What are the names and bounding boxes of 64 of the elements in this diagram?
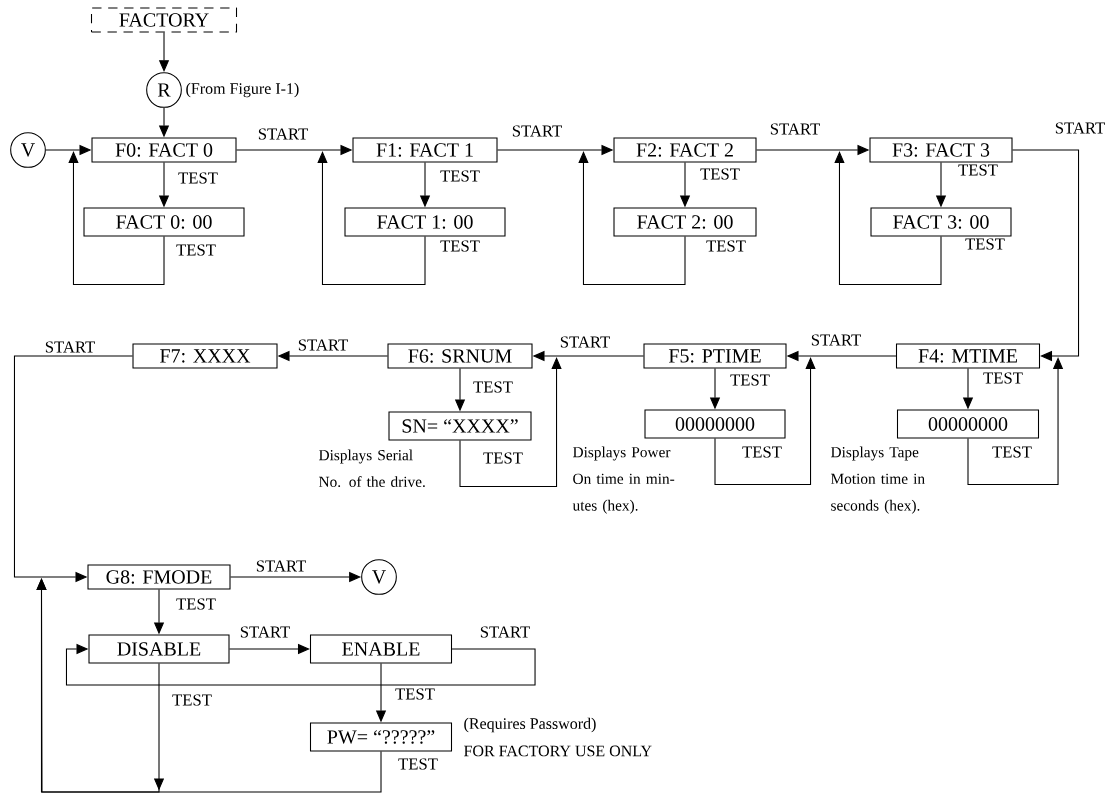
edge-label: TEST	[176, 171, 220, 185]
arrow	[68, 151, 165, 286]
note-text: (Requires Password)	[464, 717, 596, 733]
arrow	[1012, 149, 1080, 362]
edge-label: START	[558, 335, 612, 349]
arrow	[834, 151, 942, 286]
arrow	[36, 578, 382, 793]
note-text: Displays Tape Motion time in seconds (hex).	[830, 446, 925, 514]
edge-label: TEST	[728, 373, 772, 387]
arrow	[578, 151, 686, 286]
arrow	[714, 357, 816, 486]
edge-label: START	[1053, 121, 1107, 135]
process-box: PW= “?????”	[309, 722, 453, 752]
edge-label: TEST	[698, 167, 742, 181]
process-box: G8: FMODE	[87, 564, 231, 590]
edge-label: TEST	[170, 693, 214, 707]
process-box: F7: XXXX	[132, 343, 278, 369]
edge-label: TEST	[393, 687, 437, 701]
note-text: (From Figure I-1)	[186, 82, 299, 98]
process-box: ENABLE	[309, 634, 453, 664]
process-box: FACT 2: 00	[613, 207, 757, 237]
process-box: F6: SRNUM	[387, 343, 533, 369]
edge-label: START	[256, 127, 310, 141]
edge-label: TEST	[481, 451, 525, 465]
edge-label: TEST	[438, 239, 482, 253]
process-box: F3: FACT 3	[869, 137, 1013, 163]
edge-label: START	[296, 338, 350, 352]
process-box: FACT 3: 00	[870, 207, 1012, 237]
arrow	[459, 357, 562, 488]
edge-label: TEST	[704, 239, 748, 253]
process-box: 00000000	[896, 409, 1040, 439]
edge-label: TEST	[956, 163, 1000, 177]
edge-label: TEST	[174, 597, 218, 611]
process-box: FACT 1: 00	[344, 207, 506, 237]
edge-label: TEST	[471, 380, 515, 394]
edge-label: TEST	[990, 445, 1034, 459]
process-box: F2: FACT 2	[613, 137, 757, 163]
edge-label: START	[238, 625, 292, 639]
edge-label: TEST	[438, 169, 482, 183]
arrow	[317, 151, 426, 286]
edge-label: START	[809, 333, 863, 347]
note-text: Displays Serial No. of the drive.	[319, 449, 425, 488]
edge-label: START	[43, 340, 97, 354]
process-box: DISABLE	[88, 634, 230, 664]
edge-label: TEST	[963, 237, 1007, 251]
process-box: SN= “XXXX”	[388, 411, 532, 441]
edge-label: TEST	[396, 757, 440, 771]
process-box: F0: FACT 0	[91, 137, 237, 163]
process-box: F5: PTIME	[643, 343, 787, 369]
edge-label: START	[510, 124, 564, 138]
arrow	[65, 643, 536, 686]
process-box: 00000000	[644, 409, 786, 439]
note-text: FOR FACTORY USE ONLY	[464, 745, 652, 757]
edge-label: TEST	[981, 371, 1025, 385]
process-box: F4: MTIME	[895, 343, 1041, 369]
note-text: Displays Power On time in min-utes (hex).	[572, 446, 675, 514]
edge-label: START	[768, 122, 822, 136]
start-box: FACTORY	[90, 7, 238, 33]
process-box: FACT 0: 00	[83, 207, 245, 237]
edge-label: START	[254, 559, 308, 573]
edge-label: TEST	[740, 445, 784, 459]
edge-label: TEST	[174, 243, 218, 257]
edge-label: START	[478, 625, 532, 639]
process-box: F1: FACT 1	[352, 137, 498, 163]
